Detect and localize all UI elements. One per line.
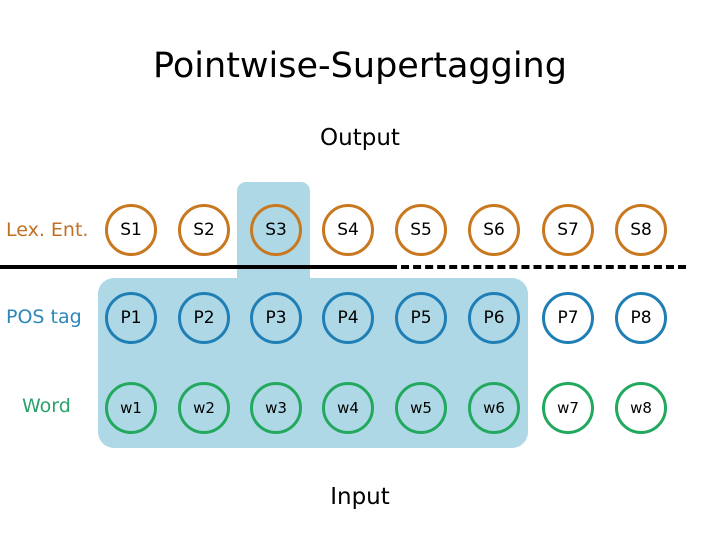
node-pos-tag-5[interactable]: P5 <box>395 292 447 344</box>
output-caption: Output <box>320 125 400 151</box>
node-pos-tag-3[interactable]: P3 <box>250 292 302 344</box>
node-lex-ent-8[interactable]: S8 <box>615 204 667 256</box>
divider-line-dashed <box>389 265 686 269</box>
node-lex-ent-6[interactable]: S6 <box>468 204 520 256</box>
node-lex-ent-5[interactable]: S5 <box>395 204 447 256</box>
row-label-pos-tag: POS tag <box>6 306 82 328</box>
node-lex-ent-3[interactable]: S3 <box>250 204 302 256</box>
node-lex-ent-4[interactable]: S4 <box>322 204 374 256</box>
node-pos-tag-2[interactable]: P2 <box>178 292 230 344</box>
node-word-1[interactable]: w1 <box>105 382 157 434</box>
input-caption: Input <box>330 484 390 510</box>
node-lex-ent-1[interactable]: S1 <box>105 204 157 256</box>
node-word-6[interactable]: w6 <box>468 382 520 434</box>
node-pos-tag-1[interactable]: P1 <box>105 292 157 344</box>
node-word-3[interactable]: w3 <box>250 382 302 434</box>
node-word-5[interactable]: w5 <box>395 382 447 434</box>
node-word-8[interactable]: w8 <box>615 382 667 434</box>
node-word-2[interactable]: w2 <box>178 382 230 434</box>
node-pos-tag-6[interactable]: P6 <box>468 292 520 344</box>
row-label-word: Word <box>22 395 71 417</box>
page-title: Pointwise-Supertagging <box>153 46 567 86</box>
row-label-lex-ent: Lex. Ent. <box>6 219 89 241</box>
highlight-band-columns-1-6 <box>98 278 528 448</box>
node-pos-tag-4[interactable]: P4 <box>322 292 374 344</box>
node-word-4[interactable]: w4 <box>322 382 374 434</box>
node-lex-ent-2[interactable]: S2 <box>178 204 230 256</box>
node-word-7[interactable]: w7 <box>542 382 594 434</box>
divider-line-solid <box>0 265 389 269</box>
node-lex-ent-7[interactable]: S7 <box>542 204 594 256</box>
node-pos-tag-7[interactable]: P7 <box>542 292 594 344</box>
node-pos-tag-8[interactable]: P8 <box>615 292 667 344</box>
